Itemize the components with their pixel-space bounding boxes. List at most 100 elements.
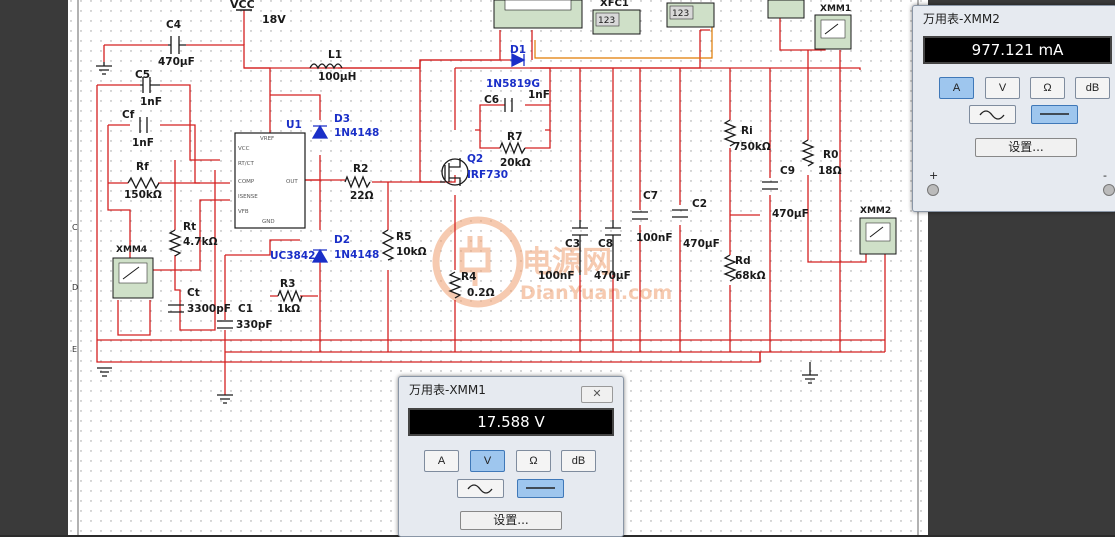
label-c3-val: 100nF bbox=[538, 270, 575, 282]
label-q2-ref: Q2 bbox=[467, 153, 483, 165]
xmm2-settings-button[interactable]: 设置... bbox=[975, 138, 1077, 157]
multimeter-xmm2-panel[interactable]: 万用表-XMM2 977.121 mA A V Ω dB 设置... + - bbox=[912, 5, 1115, 212]
label-d3-ref: D3 bbox=[334, 113, 350, 125]
label-c6-val: 1nF bbox=[528, 89, 550, 101]
xmm1-dc-button[interactable] bbox=[517, 479, 564, 498]
label-ri-val: 750kΩ bbox=[733, 141, 771, 153]
label-cf-ref: Cf bbox=[122, 109, 135, 121]
label-d3-val: 1N4148 bbox=[334, 127, 379, 139]
svg-text:123: 123 bbox=[598, 16, 615, 26]
label-r0-val: 18Ω bbox=[818, 165, 842, 177]
xmm2-instrument[interactable]: XMM2 bbox=[859, 206, 897, 255]
svg-text:DianYuan.com: DianYuan.com bbox=[520, 282, 672, 304]
label-c2-ref: C2 bbox=[692, 198, 707, 210]
label-ct-ref: Ct bbox=[187, 287, 200, 299]
label-r5-ref: R5 bbox=[396, 231, 411, 243]
xmm2-mode-db[interactable]: dB bbox=[1075, 77, 1110, 99]
label-c4-val: 470µF bbox=[158, 56, 195, 68]
label-r3-val: 1kΩ bbox=[277, 303, 300, 315]
counter-box-b[interactable]: 123 bbox=[666, 2, 715, 28]
xmm1-close-button[interactable]: ✕ bbox=[581, 386, 613, 403]
row-label-e: E bbox=[72, 345, 77, 354]
dc-line-icon bbox=[1040, 113, 1069, 115]
circuit-wires bbox=[96, 10, 886, 395]
label-l1-val: 100µH bbox=[318, 71, 356, 83]
label-c4-ref: C4 bbox=[166, 19, 181, 31]
xmm2-mode-a[interactable]: A bbox=[939, 77, 974, 99]
label-c5-val: 1nF bbox=[140, 96, 162, 108]
label-r0-ref: R0 bbox=[823, 149, 838, 161]
label-r2-ref: R2 bbox=[353, 163, 368, 175]
xmm2-ac-button[interactable] bbox=[969, 105, 1016, 124]
label-ct-val: 3300pF bbox=[187, 303, 231, 315]
label-c9-val: 470µF bbox=[772, 208, 809, 220]
label-r5-val: 10kΩ bbox=[396, 246, 427, 258]
row-label-d: D bbox=[72, 283, 78, 292]
row-label-c: C bbox=[72, 223, 78, 232]
xmm2-plus-terminal[interactable] bbox=[927, 184, 939, 196]
xmm2-minus-terminal[interactable] bbox=[1103, 184, 1115, 196]
label-c1-ref: C1 bbox=[238, 303, 253, 315]
xmm4-instrument[interactable]: XMM4 bbox=[112, 245, 154, 299]
svg-text:GND: GND bbox=[262, 219, 275, 225]
xfc1-frequency-counter[interactable] bbox=[493, 0, 583, 29]
xmm1-reading: 17.588 V bbox=[408, 408, 614, 436]
label-r4-val: 0.2Ω bbox=[467, 287, 495, 299]
xmm1-title: 万用表-XMM1 bbox=[409, 383, 486, 397]
xmm1-settings-button[interactable]: 设置... bbox=[460, 511, 562, 530]
label-rt-val: 4.7kΩ bbox=[183, 236, 218, 248]
label-c8-ref: C8 bbox=[598, 238, 613, 250]
dianyuan-watermark: 电源网 DianYuan.com bbox=[432, 216, 672, 308]
xmm2-mode-ohm[interactable]: Ω bbox=[1030, 77, 1065, 99]
xmm2-reading: 977.121 mA bbox=[923, 36, 1112, 64]
label-c3-ref: C3 bbox=[565, 238, 580, 250]
xmm1-mode-ohm[interactable]: Ω bbox=[516, 450, 551, 472]
xmm2-minus-terminal-label: - bbox=[1103, 169, 1107, 182]
xmm2-dc-button[interactable] bbox=[1031, 105, 1078, 124]
xmm1-mode-db[interactable]: dB bbox=[561, 450, 596, 472]
svg-text:COMP: COMP bbox=[238, 179, 255, 185]
label-c7-ref: C7 bbox=[643, 190, 658, 202]
xmm1-ac-button[interactable] bbox=[457, 479, 504, 498]
circuit-components bbox=[127, 36, 815, 329]
component-labels: C4 470µF C5 1nF Cf 1nF Rf 150kΩ Rt 4.7kΩ… bbox=[122, 19, 842, 331]
xmm2-plus-terminal-label: + bbox=[929, 169, 939, 182]
svg-text:RT/CT: RT/CT bbox=[238, 161, 254, 167]
xmm1-mode-a[interactable]: A bbox=[424, 450, 459, 472]
vcc-value: 18V bbox=[262, 13, 286, 26]
label-c8-val: 470µF bbox=[594, 270, 631, 282]
svg-text:123: 123 bbox=[672, 9, 689, 19]
xmm1-mode-v[interactable]: V bbox=[470, 450, 505, 472]
counter-box-a[interactable]: 123 bbox=[592, 9, 641, 35]
svg-text:VCC: VCC bbox=[238, 146, 250, 152]
svg-text:VFB: VFB bbox=[238, 209, 249, 215]
svg-text:ISENSE: ISENSE bbox=[238, 194, 258, 200]
label-rf-ref: Rf bbox=[136, 161, 149, 173]
label-l1-ref: L1 bbox=[328, 49, 342, 61]
xfc1-label: XFC1 bbox=[600, 0, 629, 9]
label-u1-ref: U1 bbox=[286, 119, 302, 131]
multimeter-xmm1-panel[interactable]: 万用表-XMM1 ✕ 17.588 V A V Ω dB 设置... bbox=[398, 376, 624, 537]
svg-text:XMM2: XMM2 bbox=[860, 206, 891, 216]
label-c5-ref: C5 bbox=[135, 69, 150, 81]
label-rf-val: 150kΩ bbox=[124, 189, 162, 201]
component-labels-blue: D3 1N4148 D2 1N4148 U1 UC3842 Q2 IRF730 … bbox=[270, 44, 540, 262]
label-d1-ref: D1 bbox=[510, 44, 526, 56]
label-d1-val: 1N5819G bbox=[486, 78, 540, 90]
label-cf-val: 1nF bbox=[132, 137, 154, 149]
label-ri-ref: Ri bbox=[741, 125, 753, 137]
probe-box[interactable] bbox=[767, 0, 805, 19]
ground-symbols bbox=[96, 62, 818, 404]
label-r2-val: 22Ω bbox=[350, 190, 374, 202]
label-rd-ref: Rd bbox=[735, 255, 751, 267]
label-q2-val: IRF730 bbox=[467, 169, 508, 181]
uc3842-ic: VREF VCC RT/CT COMP ISENSE VFB OUT GND bbox=[234, 132, 306, 229]
xmm2-mode-v[interactable]: V bbox=[985, 77, 1020, 99]
label-d2-val: 1N4148 bbox=[334, 249, 379, 261]
label-rd-val: 68kΩ bbox=[735, 270, 766, 282]
sine-wave-icon bbox=[979, 110, 1005, 120]
xmm1-instrument[interactable]: XMM1 bbox=[814, 4, 852, 50]
label-r7-ref: R7 bbox=[507, 131, 522, 143]
label-rt-ref: Rt bbox=[183, 221, 196, 233]
label-c9-ref: C9 bbox=[780, 165, 795, 177]
